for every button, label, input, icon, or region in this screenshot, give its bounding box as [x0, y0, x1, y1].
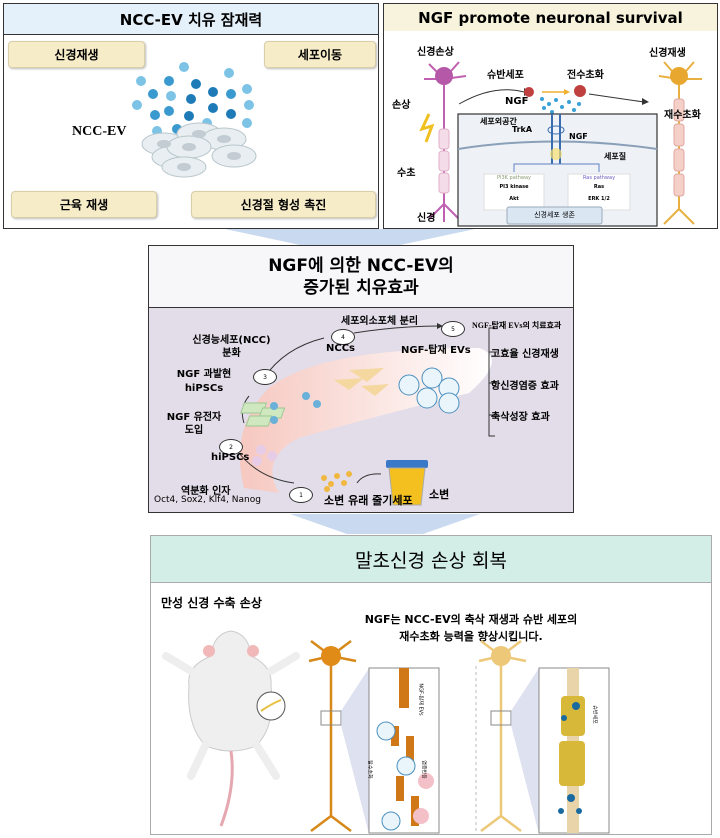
panel1-title: NCC-EV 치유 잠재력 — [4, 4, 378, 35]
label-pi3-kinase: PI3 kinase — [499, 184, 529, 190]
label-nccs: NCCs — [326, 343, 355, 354]
summary-line2: 재수초화 능력을 향상시킵니다. — [399, 630, 543, 643]
panel2-title: NGF promote neuronal survival — [384, 4, 717, 31]
label-cytoplasm: 세포질 — [604, 152, 627, 161]
label-injury: 손상 — [392, 100, 411, 111]
label-erk: ERK 1/2 — [588, 196, 610, 202]
label-ngf-overexpression: NGF 과발현 hiPSCs — [169, 368, 239, 396]
label-urine-stem-cells: 소변 유래 줄기세포 — [324, 494, 413, 507]
panel3-title-line1: NGF에 의한 NCC-EV의 — [268, 255, 454, 276]
flow-arrow-2 — [290, 514, 480, 534]
panel-ngf-enhanced-healing: NGF에 의한 NCC-EV의 증가된 치유효과 1 2 3 4 5 소 — [148, 245, 574, 513]
label-akt: Akt — [509, 196, 519, 202]
effect-axon-growth: 축삭성장 효과 — [491, 412, 550, 423]
overexpression-line2: hiPSCs — [184, 383, 224, 394]
step-4-marker: 4 — [331, 329, 355, 345]
label-reprogramming-factors: 역분화 인자 — [181, 486, 231, 497]
label-factor-list: Oct4, Sox2, Klf4, Nanog — [154, 495, 261, 505]
flow-arrow-1 — [225, 229, 475, 245]
gene-intro-line1: NGF 유전자 — [166, 412, 222, 423]
inset-label-demyelination: 탈수초화 — [366, 760, 373, 779]
label-trka: TrkA — [512, 125, 533, 134]
differentiation-line2: 분화 — [222, 348, 241, 359]
step-5-marker: 5 — [441, 321, 465, 337]
step-1-marker: 1 — [289, 487, 313, 503]
panel3-title-line2: 증가된 치유효과 — [303, 277, 419, 298]
label-chronic-constriction-injury: 만성 신경 수축 손상 — [161, 596, 262, 610]
ev-and-cells-illustration — [132, 62, 257, 178]
effect-regeneration: 고효율 신경재생 — [491, 349, 559, 360]
label-pi3k-pathway: PI3K pathway — [496, 175, 532, 181]
label-ngf-receptor: NGF — [569, 132, 588, 141]
overexpression-line1: NGF 과발현 — [176, 369, 232, 380]
label-nerve: 신경 — [417, 213, 436, 224]
label-ncc-differentiation: 신경능세포(NCC) 분화 — [189, 334, 274, 360]
label-ngf-loaded-evs: NGF-탑재 EVs — [401, 345, 471, 356]
label-dedifferentiation: 전수초화 — [567, 70, 604, 81]
panel4-title: 말초신경 손상 회복 — [151, 536, 711, 583]
label-extracellular: 세포외공간 — [480, 117, 517, 126]
label-remyelination: 재수초화 — [664, 110, 701, 121]
label-ras-pathway: Ras pathway — [582, 175, 616, 181]
panel-peripheral-nerve-recovery: 말초신경 손상 회복 만성 신경 수축 손상 NGF는 NCC-EV의 축삭 재… — [150, 535, 712, 835]
differentiation-line1: 신경능세포(NCC) — [192, 335, 271, 346]
ncc-ev-label: NCC-EV — [72, 124, 127, 139]
panel3-title: NGF에 의한 NCC-EV의 증가된 치유효과 — [149, 246, 573, 308]
label-therapeutic-effects: NGF-탑재 EVs의 치료효과 — [472, 321, 562, 330]
summary-text: NGF는 NCC-EV의 축삭 재생과 슈반 세포의 재수초화 능력을 향상시킵… — [341, 611, 601, 645]
panel-ncc-ev-healing: NCC-EV 치유 잠재력 신경재생 세포이동 근육 재생 신경절 형성 촉진 … — [3, 3, 379, 229]
box-nerve-regeneration: 신경재생 — [8, 41, 145, 68]
rat-illustration — [162, 630, 300, 827]
box-ganglion-formation: 신경절 형성 촉진 — [191, 191, 376, 218]
label-hipscs: hiPSCs — [211, 452, 250, 463]
box-cell-migration: 세포이동 — [264, 41, 376, 68]
gene-intro-line2: 도입 — [184, 425, 204, 436]
label-myelin: 수초 — [397, 168, 416, 179]
label-ev-isolation: 세포외소포체 분리 — [341, 316, 419, 327]
inset-label-schwann-cell: 슈반세포 — [591, 705, 598, 724]
label-schwann-cell: 슈반세포 — [487, 70, 524, 81]
label-nerve-injury: 신경손상 — [417, 47, 454, 58]
effect-anti-inflammation: 항신경염증 효과 — [491, 381, 559, 392]
panel-ngf-neuronal-survival: NGF promote neuronal survival — [383, 3, 718, 229]
label-urine: 소변 — [429, 488, 450, 501]
rat-and-nerve-illustration — [162, 630, 610, 834]
step-2-marker: 2 — [219, 439, 243, 455]
box-muscle-regeneration: 근육 재생 — [11, 191, 157, 218]
label-neuron-survival: 신경세포 생존 — [534, 211, 575, 219]
label-nerve-regeneration: 신경재생 — [649, 48, 686, 59]
step-3-marker: 3 — [253, 369, 277, 385]
differentiation-flow-illustration — [238, 323, 497, 506]
label-ngf: NGF — [505, 96, 529, 107]
inset-label-ngf-evs: NGF-탑재 EVs — [417, 683, 424, 716]
label-ras: Ras — [593, 184, 605, 190]
summary-line1: NGF는 NCC-EV의 축삭 재생과 슈반 세포의 — [364, 613, 578, 626]
neuron-pathway-illustration — [419, 61, 702, 227]
inset-label-inflammation: 염증반응 — [420, 760, 427, 779]
